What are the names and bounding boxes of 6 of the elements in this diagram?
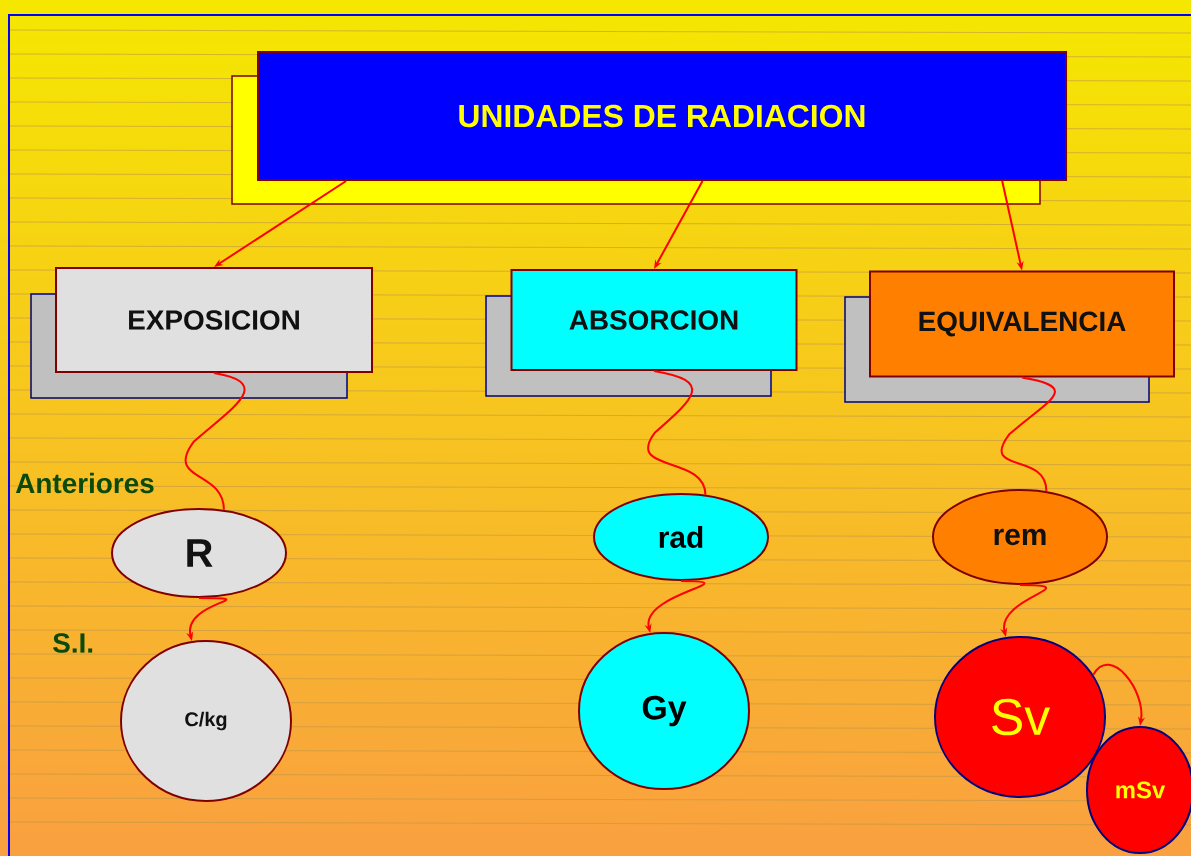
unit-box: EXPOSICION bbox=[30, 267, 373, 399]
unit-box: EQUIVALENCIA bbox=[844, 270, 1175, 403]
unit-box: ABSORCION bbox=[485, 269, 798, 397]
side-label: S.I. bbox=[53, 633, 93, 653]
side-label: Anteriores bbox=[15, 472, 154, 494]
title-box: UNIDADES DE RADIACION bbox=[231, 51, 1067, 205]
